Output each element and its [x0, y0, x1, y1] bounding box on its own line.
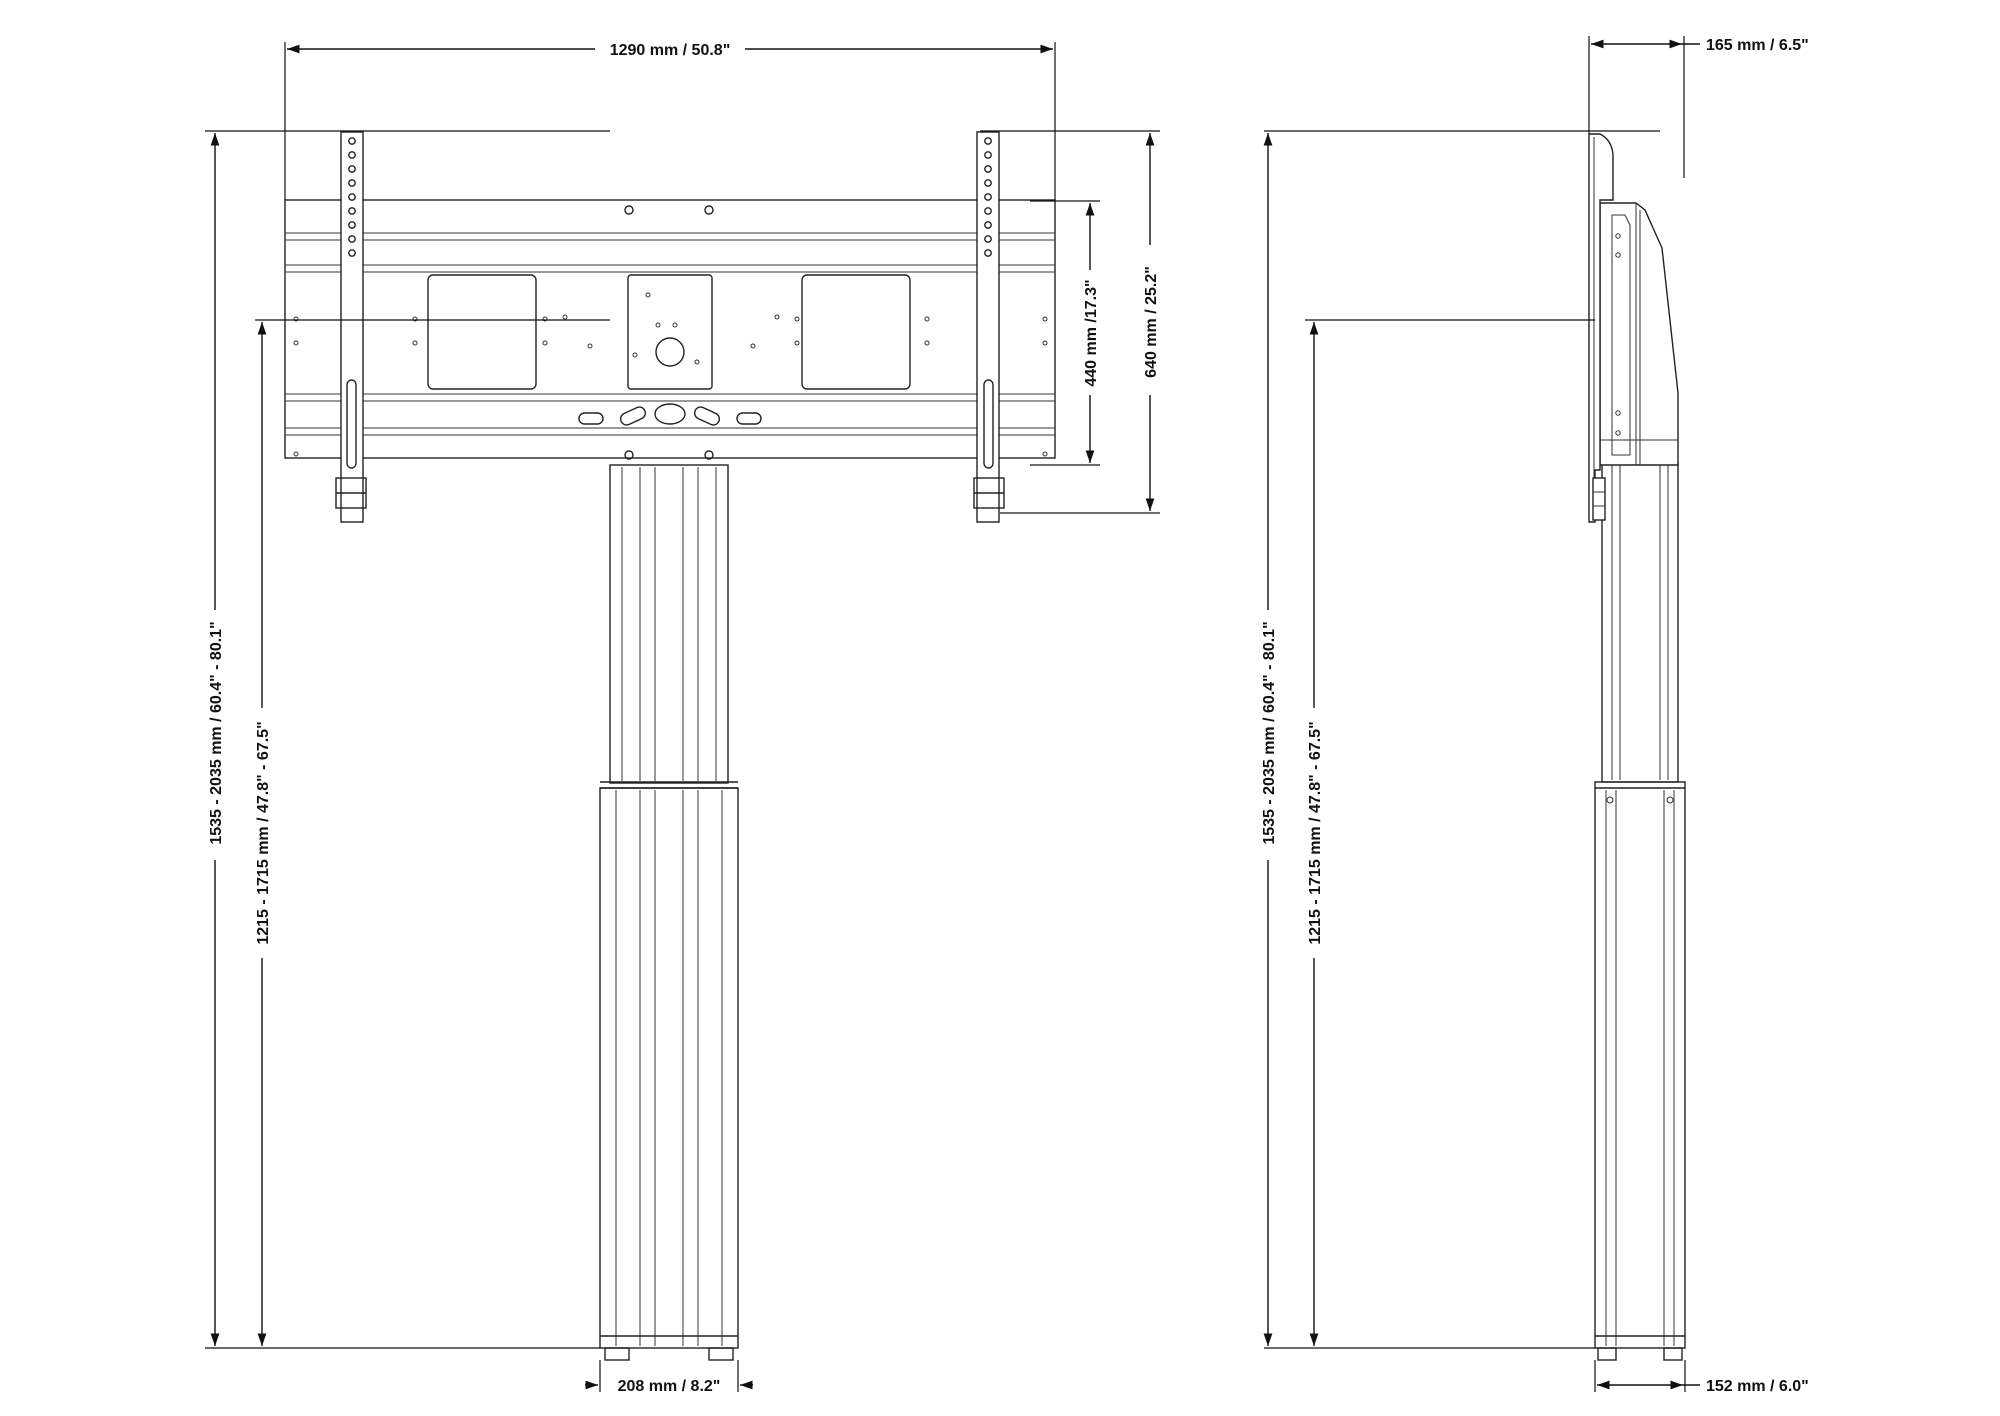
- side-extension-lines: [1264, 36, 1686, 1392]
- mounting-panel: [284, 199, 1056, 460]
- column-upper: [609, 464, 729, 784]
- base-depth-label: 152 mm / 6.0": [1706, 1378, 1809, 1395]
- side-column: [1594, 461, 1686, 1361]
- side-hanging-bracket: [1588, 133, 1614, 523]
- front-extension-lines: [205, 42, 1160, 1392]
- side-mount-housing: [1599, 202, 1679, 466]
- front-dimension-labels: 1290 mm / 50.8" 440 mm /17.3" 640 mm / 2…: [204, 38, 1161, 1395]
- side-center-height-label: 1215 - 1715 mm / 47.8" - 67.5": [1307, 721, 1324, 944]
- depth-label: 165 mm / 6.5": [1706, 37, 1809, 54]
- width-label: 1290 mm / 50.8": [610, 42, 731, 59]
- front-view: 1290 mm / 50.8" 440 mm /17.3" 640 mm / 2…: [204, 38, 1161, 1395]
- bracket-height-label: 640 mm / 25.2": [1143, 266, 1160, 378]
- side-dimension-labels: 165 mm / 6.5" 1535 - 2035 mm / 60.4" - 8…: [1257, 37, 1809, 1395]
- panel-height-label: 440 mm /17.3": [1083, 279, 1100, 386]
- right-bracket: [973, 131, 1005, 523]
- left-bracket: [335, 131, 367, 523]
- center-height-label: 1215 - 1715 mm / 47.8" - 67.5": [255, 721, 272, 944]
- column-lower: [599, 781, 739, 1361]
- side-total-height-label: 1535 - 2035 mm / 60.4" - 80.1": [1261, 621, 1278, 844]
- column-width-label: 208 mm / 8.2": [618, 1378, 721, 1395]
- total-height-label: 1535 - 2035 mm / 60.4" - 80.1": [208, 621, 225, 844]
- side-view: 165 mm / 6.5" 1535 - 2035 mm / 60.4" - 8…: [1257, 36, 1809, 1395]
